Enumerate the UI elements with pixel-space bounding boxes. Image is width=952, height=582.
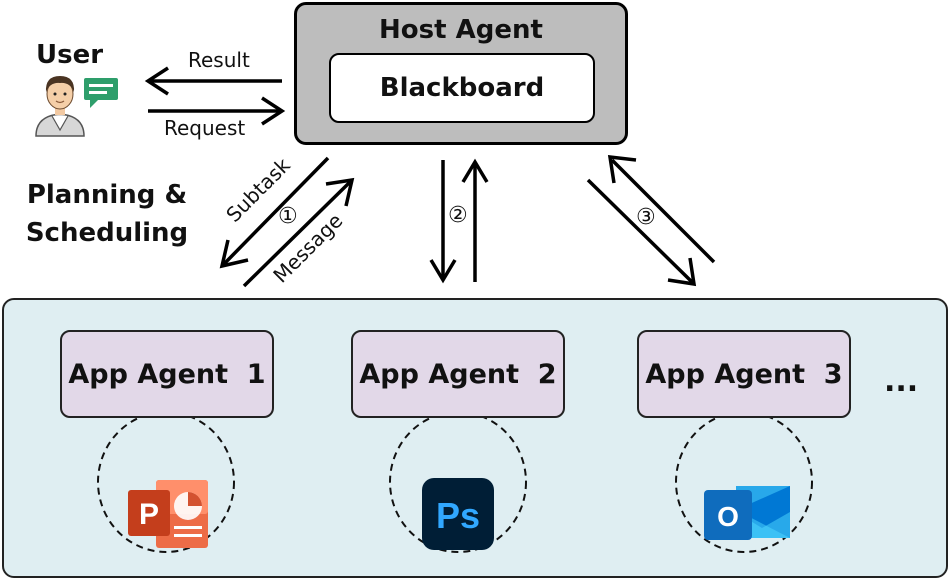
step3-down-arrowhead [667, 257, 697, 287]
result-arrowhead [144, 66, 169, 96]
subtask-arrow [222, 156, 330, 266]
message-arrowhead [325, 177, 355, 207]
scheduling-line: Scheduling [25, 218, 189, 248]
planning-scheduling-label: Planning & Scheduling [22, 176, 192, 252]
powerpoint-icon-letter: P [139, 498, 159, 531]
step-2-label: ② [448, 203, 468, 228]
step3-up-arrowhead [607, 154, 637, 184]
step3-up-arrow [610, 158, 716, 264]
step2-down-arrowhead [429, 259, 457, 284]
planning-line: Planning & [26, 180, 188, 210]
host-agent-box: Host Agent Blackboard [294, 2, 628, 145]
photoshop-icon-letters: Ps [436, 495, 480, 536]
host-agent-title: Host Agent [379, 15, 543, 45]
app-agent-2-box: App Agent 2 [351, 330, 565, 418]
step3-down-arrow [586, 178, 694, 284]
result-label: Result [188, 48, 250, 72]
outlook-icon: O [704, 486, 790, 540]
user-avatar-icon [35, 76, 118, 137]
subtask-arrowhead [219, 239, 249, 269]
message-arrow [242, 180, 352, 288]
blackboard-box: Blackboard [329, 53, 595, 123]
step-1-label: ① [278, 204, 298, 229]
app-agent-1-box: App Agent 1 [60, 330, 274, 418]
more-agents-ellipsis: ... [884, 364, 919, 399]
app-agent-3-box: App Agent 3 [637, 330, 851, 418]
step-3-label: ③ [636, 205, 656, 230]
user-label: User [36, 40, 104, 70]
photoshop-icon: Ps [422, 478, 494, 550]
step2-up-arrowhead [461, 158, 489, 183]
request-label: Request [164, 116, 246, 140]
powerpoint-icon: P [128, 480, 208, 548]
request-arrowhead [261, 96, 286, 126]
outlook-icon-letter: O [717, 501, 739, 532]
chat-bubble-icon [84, 78, 118, 108]
